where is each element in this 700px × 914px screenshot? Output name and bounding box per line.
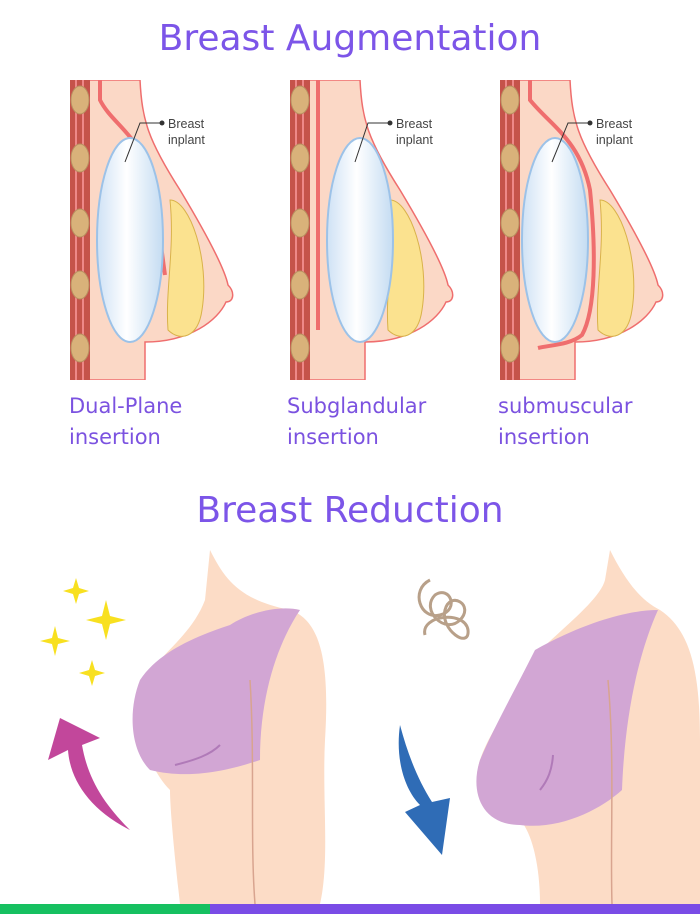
after-figure [132,550,327,905]
callout-breast: Breast [168,117,205,131]
augmentation-title: Breast Augmentation [158,18,542,59]
submuscular-diagram: Breast inplant [500,80,664,380]
arrow-down-icon [398,725,450,855]
dual-plane-diagram: Breast inplant [70,80,234,380]
before-figure [476,550,700,905]
reduction-illustration [40,550,700,905]
tangled-scribble-icon [417,578,470,640]
footer-bar-green [0,904,210,914]
reduction-title: Breast Reduction [196,490,504,531]
sparkle-icon [40,578,126,686]
arrow-up-icon [48,718,130,830]
callout-implant: inplant [168,133,205,147]
svg-text:Breast: Breast [596,117,633,131]
svg-text:inplant: inplant [396,133,433,147]
footer-bar-purple [210,904,700,914]
subglandular-diagram: Breast inplant [290,80,454,380]
svg-text:inplant: inplant [596,133,633,147]
svg-text:Breast: Breast [396,117,433,131]
